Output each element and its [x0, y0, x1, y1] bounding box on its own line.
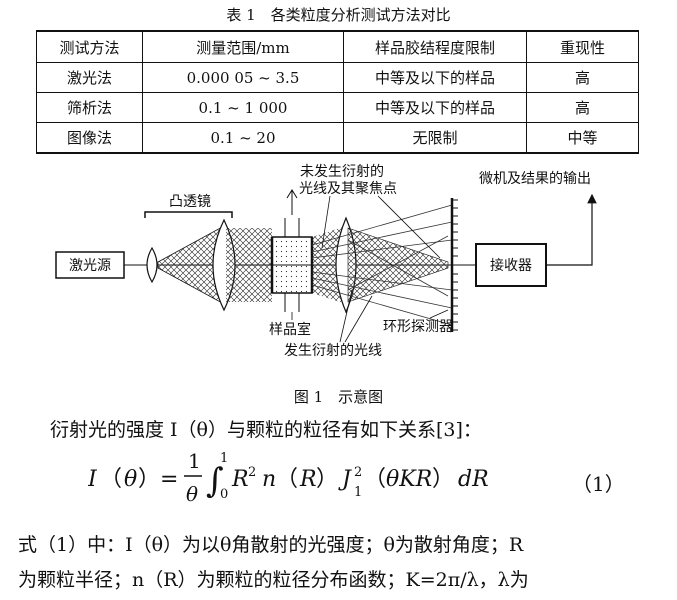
svg-text:）: ） — [316, 467, 338, 492]
table-row: 筛析法 0.1 ~ 1 000 中等及以下的样品 高 — [36, 92, 639, 123]
table-cell: 图像法 — [36, 122, 143, 154]
convex-lens-bracket — [144, 211, 233, 218]
small-lens — [146, 246, 158, 284]
svg-text:2: 2 — [354, 465, 362, 480]
table-row: 图像法 0.1 ~ 20 无限制 中等 — [36, 122, 639, 154]
header-method: 测试方法 — [36, 30, 143, 63]
explanation-line-1: 式（1）中：I（θ）为以θ角散射的光强度；θ为散射角度；R — [18, 534, 524, 556]
ring-detector-label: 环形探测器 — [383, 319, 453, 335]
receiver-label: 接收器 — [490, 257, 532, 274]
table-header-row: 测试方法 测量范围/mm 样品胶结程度限制 重现性 — [36, 30, 639, 63]
svg-text:（: （ — [100, 467, 122, 492]
sample-chamber — [271, 236, 313, 294]
svg-text:θ: θ — [186, 482, 198, 506]
intro-sentence: 衍射光的强度 I（θ）与颗粒的粒径有如下关系[3]： — [50, 419, 482, 441]
svg-text:）=: ）= — [138, 467, 178, 492]
table-cell: 中等及以下的样品 — [343, 92, 527, 123]
sample-chamber-label: 样品室 — [269, 321, 311, 338]
header-limit: 样品胶结程度限制 — [343, 30, 527, 63]
header-repeatability: 重现性 — [526, 30, 639, 63]
svg-text:n: n — [262, 467, 276, 492]
table-cell: 筛析法 — [36, 92, 143, 123]
svg-text:1: 1 — [188, 449, 201, 473]
svg-text:1: 1 — [220, 451, 228, 466]
table-cell: 无限制 — [343, 122, 527, 154]
svg-text:2: 2 — [248, 465, 256, 480]
table-cell: 中等 — [526, 122, 639, 154]
undiffracted-label-line1: 未发生衍射的 — [300, 164, 384, 180]
svg-text:J: J — [338, 467, 352, 492]
comparison-table: 测试方法 测量范围/mm 样品胶结程度限制 重现性 激光法 0.000 05 ~… — [36, 30, 639, 154]
table-cell: 高 — [526, 62, 639, 93]
table-cell: 0.000 05 ~ 3.5 — [142, 62, 344, 93]
undiffracted-label-line2: 光线及其聚焦点 — [299, 181, 397, 197]
figure-caption: 图 1 示意图 — [293, 388, 384, 406]
output-label: 微机及结果的输出 — [479, 171, 591, 187]
equation-1: I （ θ ）= 1 θ ∫ 1 0 R 2 n （ R ） J 2 1 （ θ… — [88, 449, 489, 506]
svg-text:1: 1 — [354, 485, 362, 500]
table-cell: 高 — [526, 92, 639, 123]
table-caption: 表 1 各类粒度分析测试方法对比 — [226, 6, 451, 24]
svg-text:R: R — [231, 467, 249, 492]
table-cell: 中等及以下的样品 — [343, 62, 527, 93]
svg-text:0: 0 — [220, 487, 228, 502]
output-arrow — [546, 193, 597, 266]
table-cell: 0.1 ~ 1 000 — [142, 92, 344, 123]
diffracted-light-label: 发生衍射的光线 — [284, 343, 382, 359]
diffracted-rays — [311, 204, 453, 326]
focusing-beam — [347, 227, 449, 303]
table-row: 激光法 0.000 05 ~ 3.5 中等及以下的样品 高 — [36, 62, 639, 93]
collimated-beam — [226, 228, 272, 302]
svg-text:）: ） — [432, 467, 454, 492]
table-cell: 激光法 — [36, 62, 143, 93]
convex-lens-label: 凸透镜 — [169, 194, 211, 210]
svg-text:∫: ∫ — [206, 461, 224, 501]
receiver-box — [475, 243, 547, 287]
laser-source-label: 激光源 — [69, 257, 111, 274]
svg-text:dR: dR — [458, 467, 489, 492]
explanation-line-2: 为颗粒半径；n（R）为颗粒的粒径分布函数；K=2π/λ，λ为 — [18, 569, 529, 591]
laser-diffraction-diagram: 激光源 凸透镜 — [55, 164, 597, 359]
svg-text:θKR: θKR — [386, 467, 432, 492]
svg-text:（: （ — [364, 467, 386, 492]
svg-text:R: R — [299, 467, 317, 492]
table-cell: 0.1 ~ 20 — [142, 122, 344, 154]
svg-text:θ: θ — [124, 467, 137, 492]
svg-text:（: （ — [276, 467, 298, 492]
equation-number: （1） — [572, 472, 625, 496]
laser-source-box — [55, 251, 125, 279]
svg-text:I: I — [88, 467, 98, 492]
header-range: 测量范围/mm — [142, 30, 344, 63]
